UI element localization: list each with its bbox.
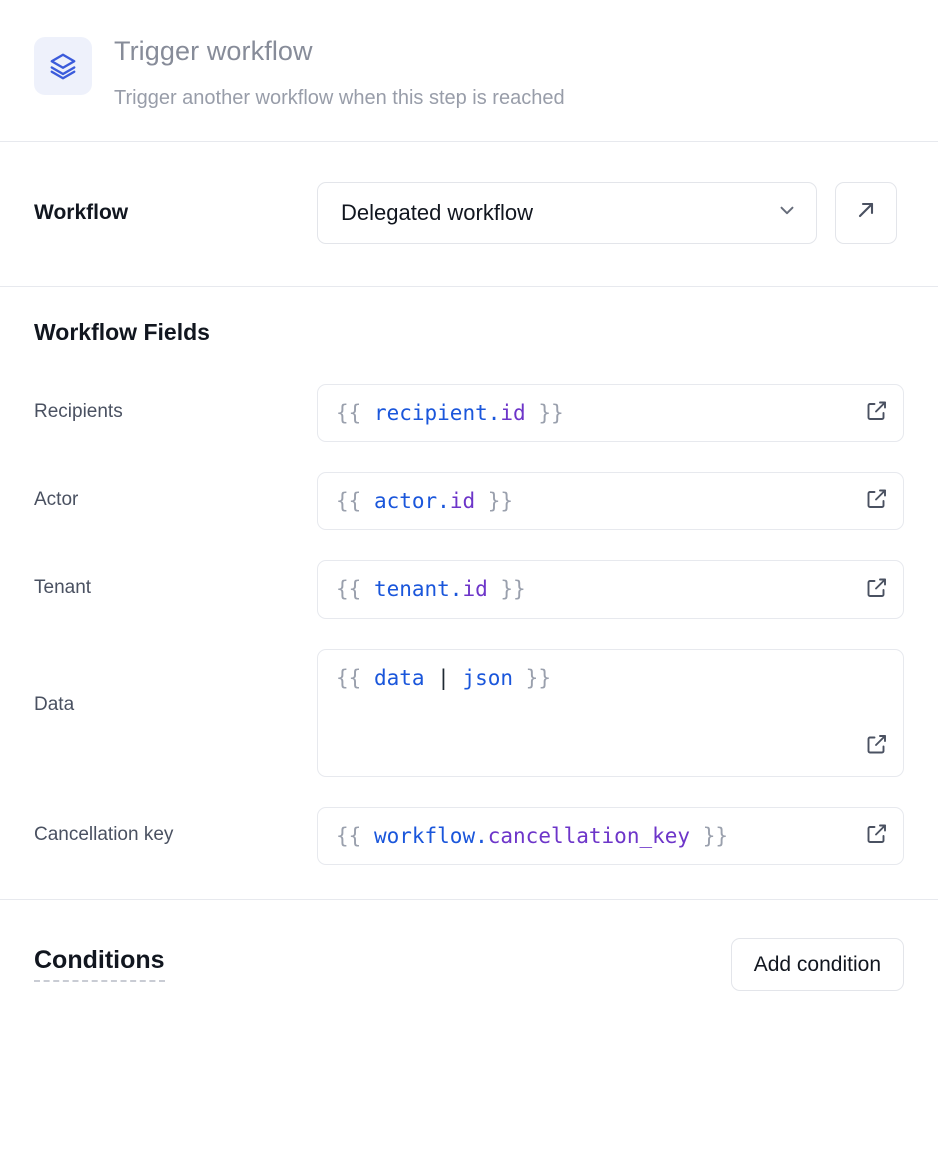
external-link-icon[interactable] — [865, 575, 889, 604]
field-code-value: {{ workflow.cancellation_key }} — [336, 823, 728, 848]
external-link-icon[interactable] — [865, 821, 889, 850]
workflow-fields-section: Workflow Fields Recipients {{ recipient.i… — [0, 287, 938, 899]
workflow-field-row: Cancellation key {{ workflow.cancellation… — [34, 806, 904, 866]
divider-fields — [0, 899, 938, 901]
arrow-up-right-icon — [854, 198, 878, 227]
workflow-select[interactable]: Delegated workflow — [317, 181, 817, 244]
page-title: Trigger workflow — [114, 36, 313, 66]
panel-header: Trigger workflow Trigger another workflo… — [0, 0, 938, 141]
external-link-icon[interactable] — [865, 487, 889, 516]
add-condition-button[interactable]: Add condition — [730, 938, 904, 992]
open-workflow-button[interactable] — [835, 181, 897, 244]
external-link-icon[interactable] — [865, 398, 889, 427]
workflow-field-row: Recipients {{ recipient.id }} — [34, 383, 904, 443]
external-link-icon[interactable] — [865, 732, 889, 761]
workflow-fields-title: Workflow Fields — [34, 318, 210, 345]
field-code-input[interactable]: {{ recipient.id }} — [317, 383, 904, 443]
field-label: Data — [34, 693, 75, 715]
field-code-input[interactable]: {{ actor.id }} — [317, 472, 904, 531]
conditions-title: Conditions — [34, 947, 165, 982]
field-label: Tenant — [34, 577, 92, 599]
field-code-value: {{ recipient.id }} — [336, 400, 564, 425]
divider-workflow — [0, 285, 938, 287]
page-subtitle: Trigger another workflow when this step … — [114, 86, 565, 109]
field-code-input[interactable]: {{ tenant.id }} — [317, 560, 904, 619]
workflow-field-row: Actor {{ actor.id }} — [34, 472, 904, 531]
field-label: Recipients — [34, 400, 123, 422]
field-label: Cancellation key — [34, 823, 174, 845]
field-code-value: {{ tenant.id }} — [336, 577, 526, 602]
divider-header — [0, 140, 938, 142]
layers-stack-icon — [34, 37, 92, 95]
workflow-field-row: Tenant {{ tenant.id }} — [34, 560, 904, 619]
workflow-field-row: Data {{ data | json }} — [34, 648, 904, 777]
workflow-fields-list: Recipients {{ recipient.id }} Actor {{ acto… — [34, 383, 904, 866]
field-code-value: {{ actor.id }} — [336, 489, 514, 514]
field-code-input[interactable]: {{ workflow.cancellation_key }} — [317, 806, 904, 866]
chevron-down-icon — [776, 199, 798, 226]
field-label: Actor — [34, 489, 79, 511]
workflow-label: Workflow — [34, 200, 129, 224]
workflow-section: Workflow Delegated workflow — [0, 142, 938, 286]
conditions-section: Conditions Add condition — [0, 900, 938, 992]
workflow-select-value: Delegated workflow — [341, 199, 533, 225]
field-code-input[interactable]: {{ data | json }} — [317, 648, 904, 777]
field-code-value: {{ data | json }} — [336, 665, 551, 690]
